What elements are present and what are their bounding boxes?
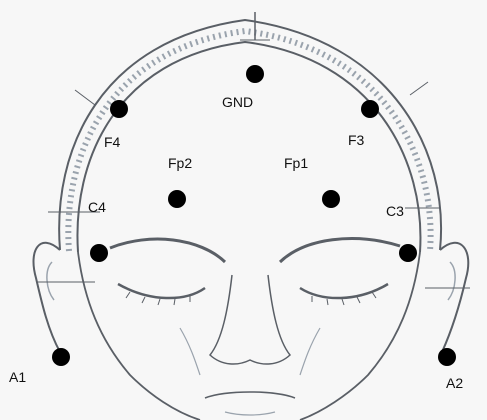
electrode-fp2 [168, 190, 186, 208]
electrode-f4 [110, 100, 128, 118]
face-right-side [300, 252, 420, 420]
label-a2: A2 [446, 376, 463, 390]
label-fp1: Fp1 [284, 156, 308, 170]
label-fp2: Fp2 [168, 156, 192, 170]
right-ear-inner [448, 262, 455, 300]
left-upper-tick [75, 90, 95, 105]
electrode-gnd [246, 65, 264, 83]
left-ear-inner [47, 262, 54, 300]
left-eyebrow-sketch [280, 239, 400, 262]
right-closed-eye [118, 284, 205, 298]
electrode-f3 [361, 100, 379, 118]
skull-bone-texture [68, 31, 430, 251]
left-ear [33, 243, 60, 352]
nose [210, 275, 290, 364]
mouth [205, 392, 295, 398]
left-cheek-fold [300, 328, 320, 375]
face-left-side [78, 252, 200, 420]
right-upper-tick [410, 82, 428, 95]
electrode-fp1 [322, 190, 340, 208]
label-c4: C4 [88, 200, 106, 214]
electrode-a1 [52, 348, 70, 366]
electrode-c3 [399, 244, 417, 262]
right-eyebrow-sketch [110, 239, 225, 262]
right-cheek-fold [180, 328, 200, 375]
right-ear [440, 243, 468, 352]
label-gnd: GND [222, 95, 253, 109]
label-f4: F4 [104, 135, 120, 149]
label-c3: C3 [386, 204, 404, 218]
electrode-a2 [438, 348, 456, 366]
label-f3: F3 [348, 133, 364, 147]
label-a1: A1 [9, 370, 26, 384]
electrode-c4 [90, 244, 108, 262]
chin-fold [225, 412, 275, 415]
